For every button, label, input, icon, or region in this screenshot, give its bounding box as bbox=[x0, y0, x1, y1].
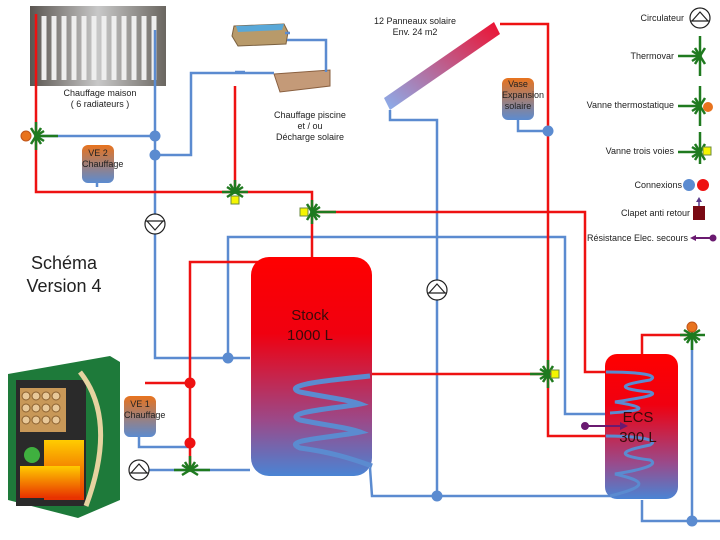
stock-tank bbox=[251, 257, 373, 476]
valves bbox=[29, 122, 705, 477]
circulator-solar bbox=[426, 279, 448, 301]
expansion-vessel-solar: Vase Expansion solaire bbox=[502, 78, 544, 120]
circulator-boiler bbox=[128, 459, 150, 481]
electric-heater bbox=[581, 422, 628, 430]
thermostatic-heads bbox=[20, 130, 698, 333]
legend-label-circulator: Circulateur bbox=[640, 13, 684, 23]
circulator-radiator bbox=[144, 213, 166, 235]
radiator-image bbox=[30, 6, 166, 86]
three-way-valve-solar bbox=[305, 200, 336, 224]
legend-label-thermostatic-valve: Vanne thermostatique bbox=[586, 100, 674, 110]
three-way-valve-ecs bbox=[530, 360, 555, 388]
thermovar-icon bbox=[678, 36, 707, 76]
cold-pipes bbox=[40, 30, 720, 523]
pool-image bbox=[231, 23, 289, 47]
legend-label-connections: Connexions bbox=[634, 180, 682, 190]
three-way-markers bbox=[230, 195, 560, 379]
circulators bbox=[128, 213, 448, 481]
legend-symbols bbox=[678, 7, 717, 242]
connection-dots-icon bbox=[683, 179, 709, 191]
three-way-valve-pool bbox=[222, 180, 248, 199]
pool-label: Chauffage piscine et / ou Décharge solai… bbox=[274, 110, 346, 142]
expansion-vessel-ve2: VE 2 Chauffage bbox=[82, 145, 123, 183]
heat-exchanger bbox=[273, 69, 331, 93]
radiator-label: Chauffage maison ( 6 radiateurs ) bbox=[63, 88, 137, 109]
ecs-tank-label: ECS 300 L bbox=[619, 409, 657, 446]
solar-panel bbox=[384, 22, 500, 110]
three-way-valve-icon bbox=[678, 132, 712, 164]
thermostatic-valve-ecs bbox=[680, 328, 705, 350]
legend-label-electric-heater: Résistance Elec. secours bbox=[586, 233, 688, 243]
thermostatic-valve-radiator bbox=[29, 122, 58, 150]
legend-label-check-valve: Clapet anti retour bbox=[620, 208, 690, 218]
thermostatic-valve-icon bbox=[678, 86, 713, 126]
legend-label-three-way-valve: Vanne trois voies bbox=[605, 146, 674, 156]
circulator-icon bbox=[689, 7, 711, 29]
ecs-tank bbox=[605, 354, 678, 499]
check-valve-icon bbox=[693, 197, 705, 220]
expansion-vessel-ve1: VE 1 Chauffage bbox=[124, 396, 165, 437]
connection-dots bbox=[149, 125, 698, 527]
wood-boiler-image bbox=[8, 356, 120, 518]
legend-label-thermovar: Thermovar bbox=[630, 51, 674, 61]
schema-title: Schéma Version 4 bbox=[26, 253, 102, 296]
stock-tank-label: Stock 1000 L bbox=[287, 307, 333, 344]
solar-label: 12 Panneaux solaire Env. 24 m2 bbox=[373, 16, 457, 37]
thermovar-boiler bbox=[174, 456, 210, 477]
electric-heater-icon bbox=[690, 234, 717, 242]
